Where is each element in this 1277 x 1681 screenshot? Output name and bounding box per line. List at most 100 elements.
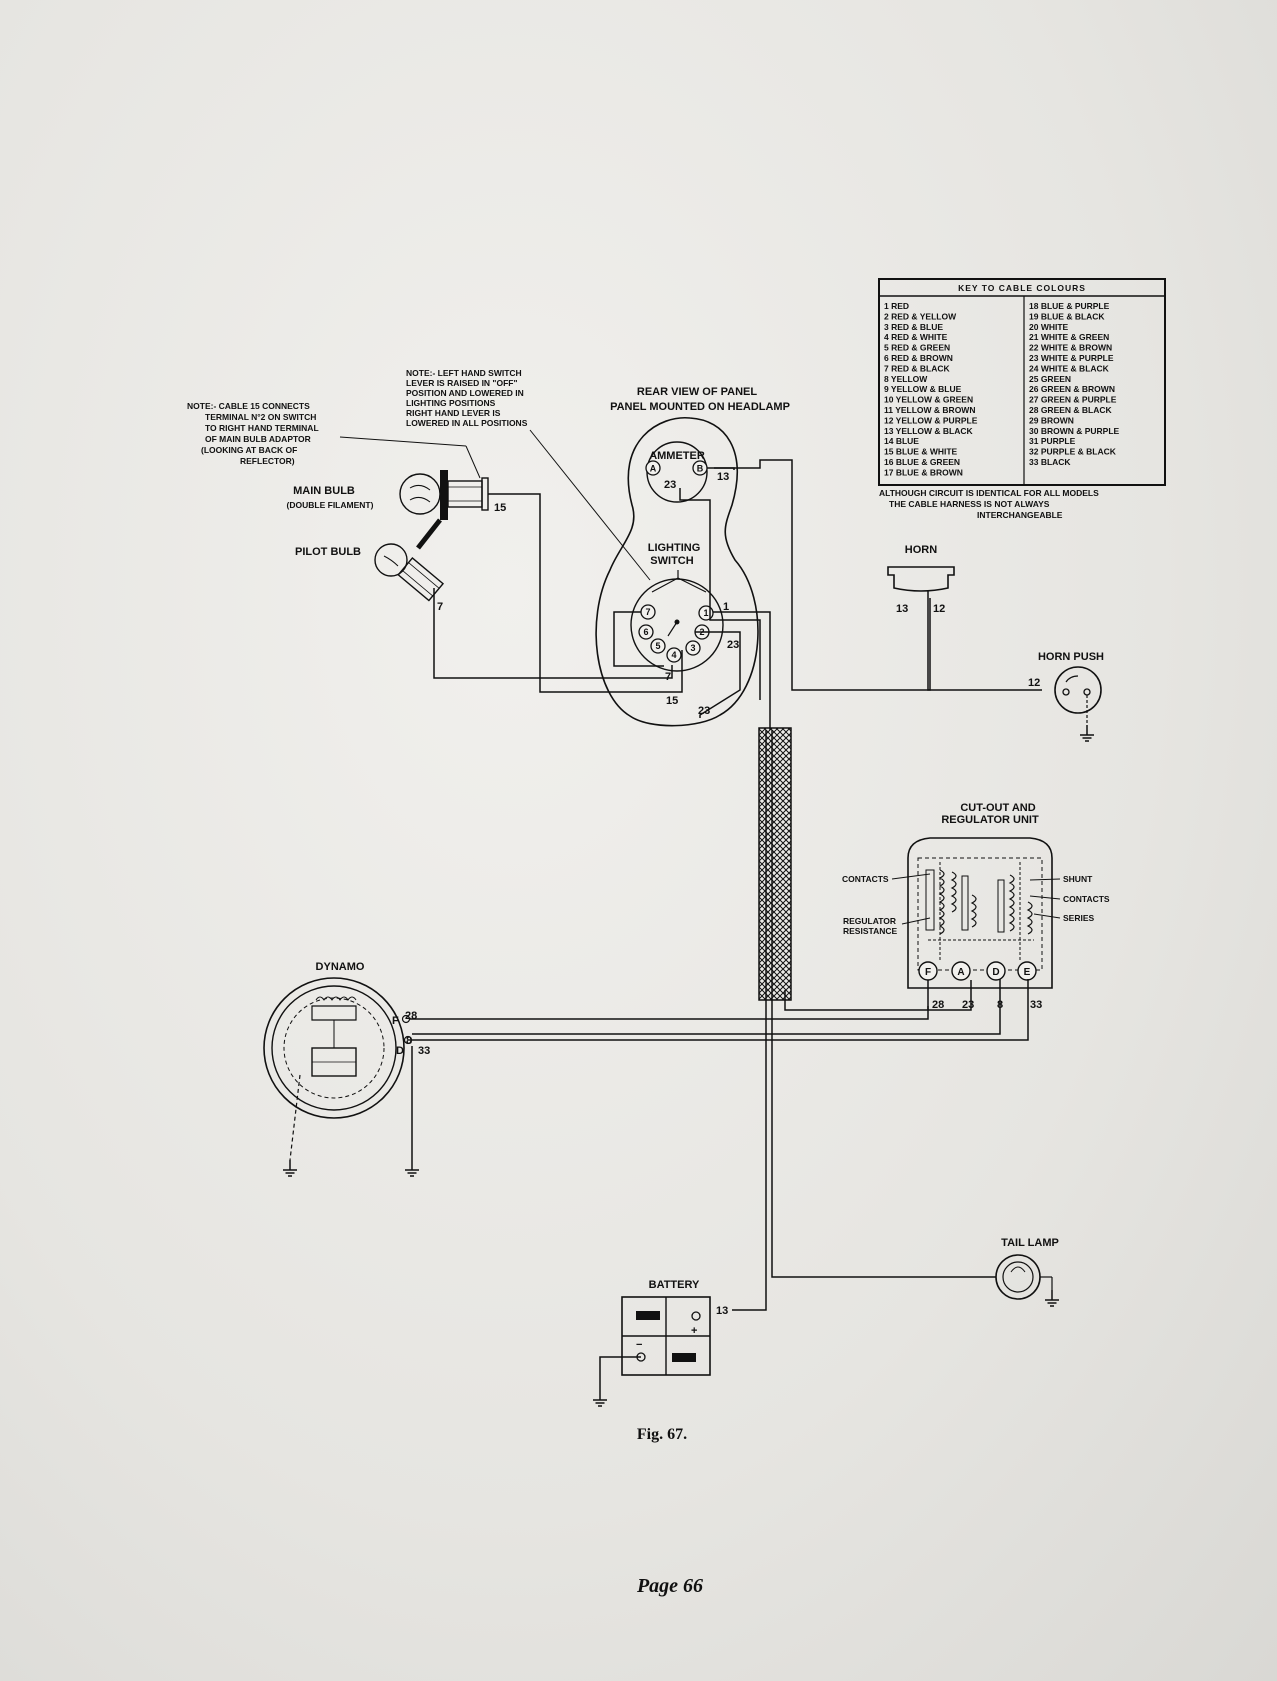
switch-terminal-number: 3 (690, 643, 695, 653)
footnote: ALTHOUGH CIRCUIT IS IDENTICAL FOR ALL MO… (879, 488, 1099, 520)
key-entry: 21 WHITE & GREEN (1029, 332, 1109, 342)
regulator-unit-label: REGULATOR UNIT (941, 814, 1039, 826)
wire-number: 7 (437, 601, 443, 613)
key-entry: 8 YELLOW (884, 374, 928, 384)
cutout-terminal (1017, 961, 1037, 981)
key-entry: 28 GREEN & BLACK (1029, 405, 1113, 415)
horn-label: HORN (905, 544, 937, 556)
switch-terminal-number: 6 (643, 627, 648, 637)
note-switch-line: RIGHT HAND LEVER IS (406, 408, 501, 418)
battery: BATTERY − + (621, 1279, 711, 1376)
main-bulb: MAIN BULB (DOUBLE FILAMENT) (287, 470, 489, 520)
key-entry: 15 BLUE & WHITE (884, 447, 958, 457)
switch-terminal-number: 4 (671, 650, 676, 660)
wire-number: 23 (727, 639, 739, 651)
key-entry: 25 GREEN (1029, 374, 1071, 384)
battery-plus-sign: + (691, 1325, 697, 1337)
key-entry: 4 RED & WHITE (884, 332, 948, 342)
pilot-bulb: PILOT BULB (295, 518, 445, 602)
footnote-line: INTERCHANGEABLE (977, 510, 1063, 520)
regulator-label: REGULATOR (843, 916, 896, 926)
key-entry: 32 PURPLE & BLACK (1029, 447, 1117, 457)
wiring (410, 459, 1042, 1390)
switch-terminal-number: 5 (655, 641, 660, 651)
key-entry: 31 PURPLE (1029, 436, 1076, 446)
key-entry: 1 RED (884, 301, 909, 311)
figure-caption: Fig. 67. (637, 1426, 687, 1443)
switch-terminal (650, 638, 666, 654)
key-entry: 20 WHITE (1029, 322, 1069, 332)
key-entry: 24 WHITE & BLACK (1029, 363, 1110, 373)
tail-lamp-label: TAIL LAMP (1001, 1237, 1059, 1249)
key-entry: 17 BLUE & BROWN (884, 467, 963, 477)
panel-mounted-label: PANEL MOUNTED ON HEADLAMP (610, 401, 790, 413)
shunt-label: SHUNT (1063, 874, 1093, 884)
key-entry: 16 BLUE & GREEN (884, 457, 960, 467)
note-cable-15: NOTE:- CABLE 15 CONNECTS TERMINAL N°2 ON… (187, 401, 481, 479)
wire-number: 12 (933, 603, 945, 615)
resistance-label: RESISTANCE (843, 926, 897, 936)
key-entry: 5 RED & GREEN (884, 343, 950, 353)
pilot-bulb-label: PILOT BULB (295, 546, 361, 558)
key-entry: 10 YELLOW & GREEN (884, 395, 973, 405)
wire-number: 12 (1028, 677, 1040, 689)
note-switch-line: POSITION AND LOWERED IN (406, 388, 524, 398)
wire-number: 13 (896, 603, 908, 615)
cutout-terminal-letter: E (1024, 967, 1031, 978)
note-cable15-line: REFLECTOR) (240, 456, 295, 466)
wire-number: 28 (932, 999, 944, 1011)
note-switch-line: LOWERED IN ALL POSITIONS (406, 418, 528, 428)
headlamp-panel: REAR VIEW OF PANEL PANEL MOUNTED ON HEAD… (595, 386, 790, 727)
cutout-terminal-letter: F (925, 967, 931, 978)
double-filament-label: (DOUBLE FILAMENT) (287, 500, 374, 510)
wire-number: 1 (723, 601, 729, 613)
key-entry: 13 YELLOW & BLACK (884, 426, 973, 436)
note-cable15-line: OF MAIN BULB ADAPTOR (205, 434, 311, 444)
cutout-terminal (986, 961, 1006, 981)
lighting-label: LIGHTING (648, 542, 701, 554)
cutout-label: CUT-OUT AND (960, 802, 1035, 814)
key-entry: 3 RED & BLUE (884, 322, 943, 332)
switch-terminal-number: 1 (703, 608, 708, 618)
switch-terminal (666, 647, 682, 663)
key-entry: 33 BLACK (1029, 457, 1071, 467)
rear-view-label: REAR VIEW OF PANEL (637, 386, 757, 398)
cutout-terminal-letter: D (992, 967, 999, 978)
wire-number: 33 (418, 1045, 430, 1057)
cutout-terminal-letter: A (957, 967, 964, 978)
battery-label: BATTERY (649, 1279, 700, 1291)
wire-number: 8 (997, 999, 1003, 1011)
key-entry: 18 BLUE & PURPLE (1029, 301, 1110, 311)
note-cable15-line: (LOOKING AT BACK OF (201, 445, 297, 455)
footnote-line: ALTHOUGH CIRCUIT IS IDENTICAL FOR ALL MO… (879, 488, 1099, 498)
key-entry: 30 BROWN & PURPLE (1029, 426, 1120, 436)
key-entry: 9 YELLOW & BLUE (884, 384, 962, 394)
horn-push: HORN PUSH (1038, 651, 1104, 742)
note-switch: NOTE:- LEFT HAND SWITCH LEVER IS RAISED … (406, 368, 651, 581)
key-entry: 19 BLUE & BLACK (1029, 311, 1105, 321)
ammeter-terminal-b: B (697, 464, 704, 474)
wire-number: 8 (406, 1035, 412, 1047)
wire-number: 13 (716, 1305, 728, 1317)
key-entry: 27 GREEN & PURPLE (1029, 395, 1117, 405)
wire-number: 15 (494, 502, 506, 514)
wire-number: 33 (1030, 999, 1042, 1011)
key-entry: 12 YELLOW & PURPLE (884, 415, 978, 425)
dynamo-label: DYNAMO (316, 961, 365, 973)
key-entry: 14 BLUE (884, 436, 919, 446)
contacts-label: CONTACTS (842, 874, 889, 884)
ammeter-terminal-a: A (650, 464, 657, 474)
key-entry: 23 WHITE & PURPLE (1029, 353, 1114, 363)
wire-number-labels: 15 7 23 13 1 23 7 15 23 13 12 12 28 23 8… (405, 471, 1042, 1317)
note-switch-line: NOTE:- LEFT HAND SWITCH (406, 368, 522, 378)
dynamo: DYNAMO F D (263, 961, 413, 1177)
switch-terminal (638, 624, 654, 640)
horn: HORN (887, 544, 955, 592)
main-bulb-label: MAIN BULB (293, 485, 355, 497)
dynamo-terminal-f: F (392, 1015, 399, 1027)
wire-number: 23 (664, 479, 676, 491)
pilot-bulb-glass (374, 543, 408, 577)
